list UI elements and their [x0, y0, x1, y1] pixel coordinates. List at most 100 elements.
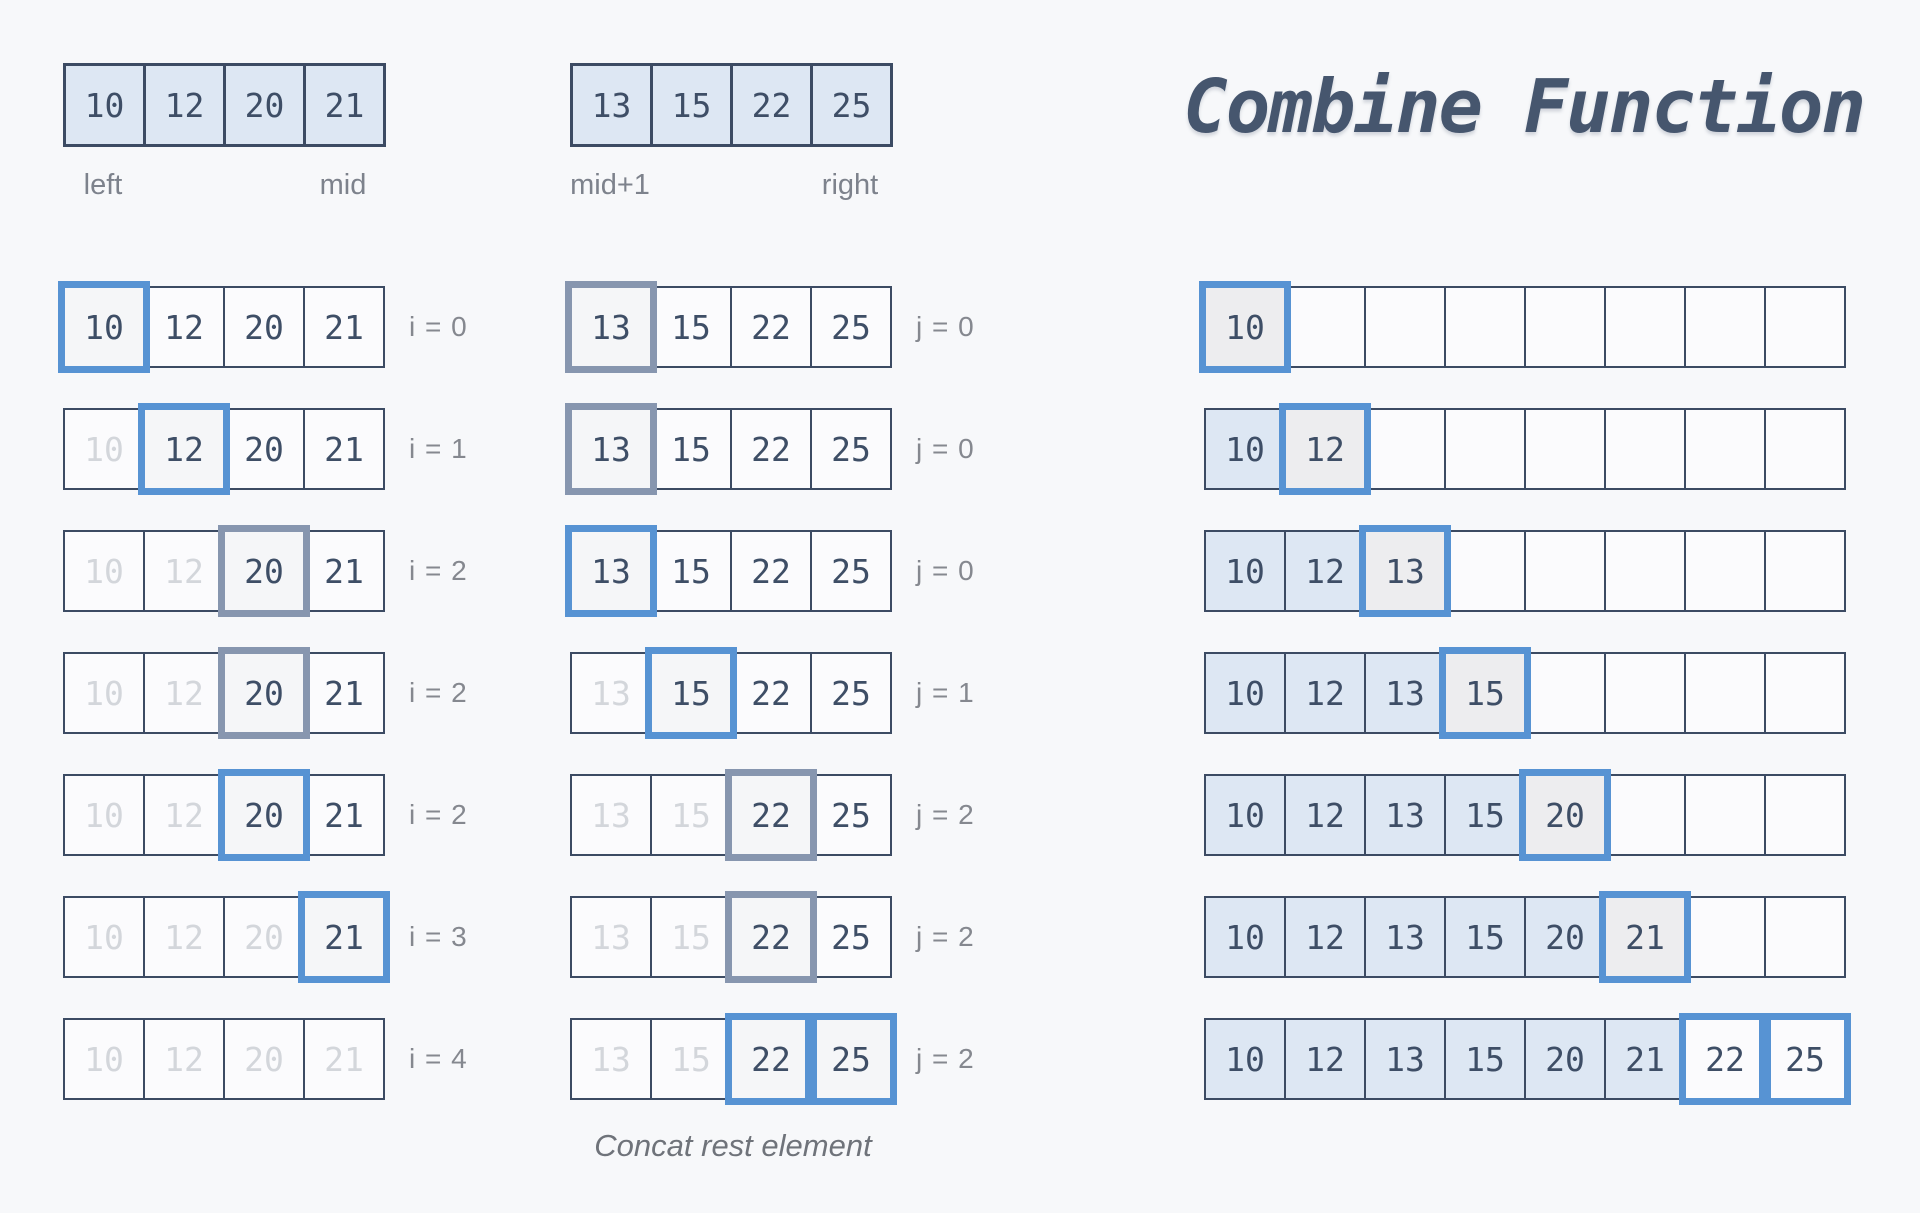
array-cell: 13 — [1364, 1018, 1446, 1100]
highlight-frame-blue — [1439, 647, 1531, 739]
array-cell: 25 — [810, 896, 892, 978]
array-cell — [1444, 530, 1526, 612]
array-cell: 13 — [1364, 896, 1446, 978]
array-cell: 25 — [810, 1018, 892, 1100]
array-cell: 12 — [143, 896, 225, 978]
array-cell: 12 — [143, 1018, 225, 1100]
array-cell: 25 — [810, 774, 892, 856]
array-cell: 15 — [650, 408, 732, 490]
array-cell: 10 — [63, 63, 146, 147]
highlight-frame-gray — [725, 891, 817, 983]
array-cell: 20 — [223, 1018, 305, 1100]
iteration-index-label: j = 0 — [916, 433, 975, 464]
array-cell: 20 — [1524, 896, 1606, 978]
iteration-index-label: j = 0 — [916, 555, 975, 586]
iteration-index-label: i = 2 — [409, 677, 468, 708]
highlight-frame-gray — [218, 525, 310, 617]
array-cell: 22 — [730, 652, 812, 734]
array-cell — [1684, 530, 1766, 612]
highlight-frame-blue — [1199, 281, 1291, 373]
highlight-frame-blue — [565, 525, 657, 617]
array-cell: 13 — [570, 63, 653, 147]
array-cell — [1764, 286, 1846, 368]
array-cell — [1524, 530, 1606, 612]
array-cell: 21 — [303, 774, 385, 856]
array-cell — [1684, 286, 1766, 368]
array-cell: 10 — [1204, 652, 1286, 734]
array-cell — [1524, 652, 1606, 734]
array-cell: 10 — [63, 286, 145, 368]
iteration-index-label: i = 4 — [409, 1043, 468, 1074]
array-cell: 15 — [650, 286, 732, 368]
array-cell: 12 — [143, 774, 225, 856]
highlight-frame-gray — [565, 403, 657, 495]
array-cell: 10 — [63, 408, 145, 490]
array-cell — [1684, 408, 1766, 490]
iteration-index-label: i = 1 — [409, 433, 468, 464]
array-cell: 21 — [303, 1018, 385, 1100]
array-cell: 12 — [1284, 530, 1366, 612]
array-cell — [1764, 652, 1846, 734]
iteration-index-label: j = 1 — [916, 677, 975, 708]
highlight-frame-blue — [218, 769, 310, 861]
array-cell: 22 — [730, 286, 812, 368]
array-cell: 13 — [570, 286, 652, 368]
array-cell: 20 — [223, 896, 305, 978]
array-cell: 13 — [570, 530, 652, 612]
highlight-frame-blue — [1599, 891, 1691, 983]
array-cell: 10 — [1204, 1018, 1286, 1100]
array-cell: 12 — [143, 652, 225, 734]
array-cell: 13 — [570, 408, 652, 490]
array-cell: 10 — [1204, 896, 1286, 978]
iteration-index-label: j = 2 — [916, 799, 975, 830]
array-cell — [1604, 286, 1686, 368]
highlight-frame-blue — [298, 891, 390, 983]
iteration-index-label: i = 3 — [409, 921, 468, 952]
array-cell: 21 — [303, 63, 386, 147]
array-cell — [1764, 530, 1846, 612]
highlight-frame-blue — [645, 647, 737, 739]
array-cell: 21 — [303, 652, 385, 734]
highlight-frame-blue — [1519, 769, 1611, 861]
array-cell — [1684, 896, 1766, 978]
array-cell: 13 — [570, 774, 652, 856]
array-cell: 10 — [1204, 774, 1286, 856]
array-cell: 12 — [1284, 774, 1366, 856]
array-cell: 15 — [1444, 896, 1526, 978]
highlight-frame-gray — [565, 281, 657, 373]
iteration-index-label: j = 2 — [916, 921, 975, 952]
highlight-frame-blue — [1759, 1013, 1851, 1105]
array-cell: 13 — [570, 1018, 652, 1100]
array-cell — [1764, 896, 1846, 978]
array-cell: 10 — [63, 774, 145, 856]
iteration-index-label: i = 2 — [409, 555, 468, 586]
array-cell: 22 — [730, 530, 812, 612]
array-cell — [1444, 286, 1526, 368]
array-cell — [1284, 286, 1366, 368]
array-cell — [1684, 774, 1766, 856]
array-cell: 12 — [1284, 1018, 1366, 1100]
array-cell: 20 — [223, 408, 305, 490]
array-cell: 10 — [1204, 530, 1286, 612]
array-cell: 13 — [1364, 774, 1446, 856]
array-cell: 10 — [63, 896, 145, 978]
array-cell: 12 — [143, 530, 225, 612]
iteration-index-label: i = 2 — [409, 799, 468, 830]
concat-note: Concat rest element — [594, 1128, 872, 1163]
array-cell — [1444, 408, 1526, 490]
array-cell — [1604, 408, 1686, 490]
array-cell: 21 — [1604, 1018, 1686, 1100]
array-cell: 21 — [303, 530, 385, 612]
highlight-frame-gray — [725, 769, 817, 861]
